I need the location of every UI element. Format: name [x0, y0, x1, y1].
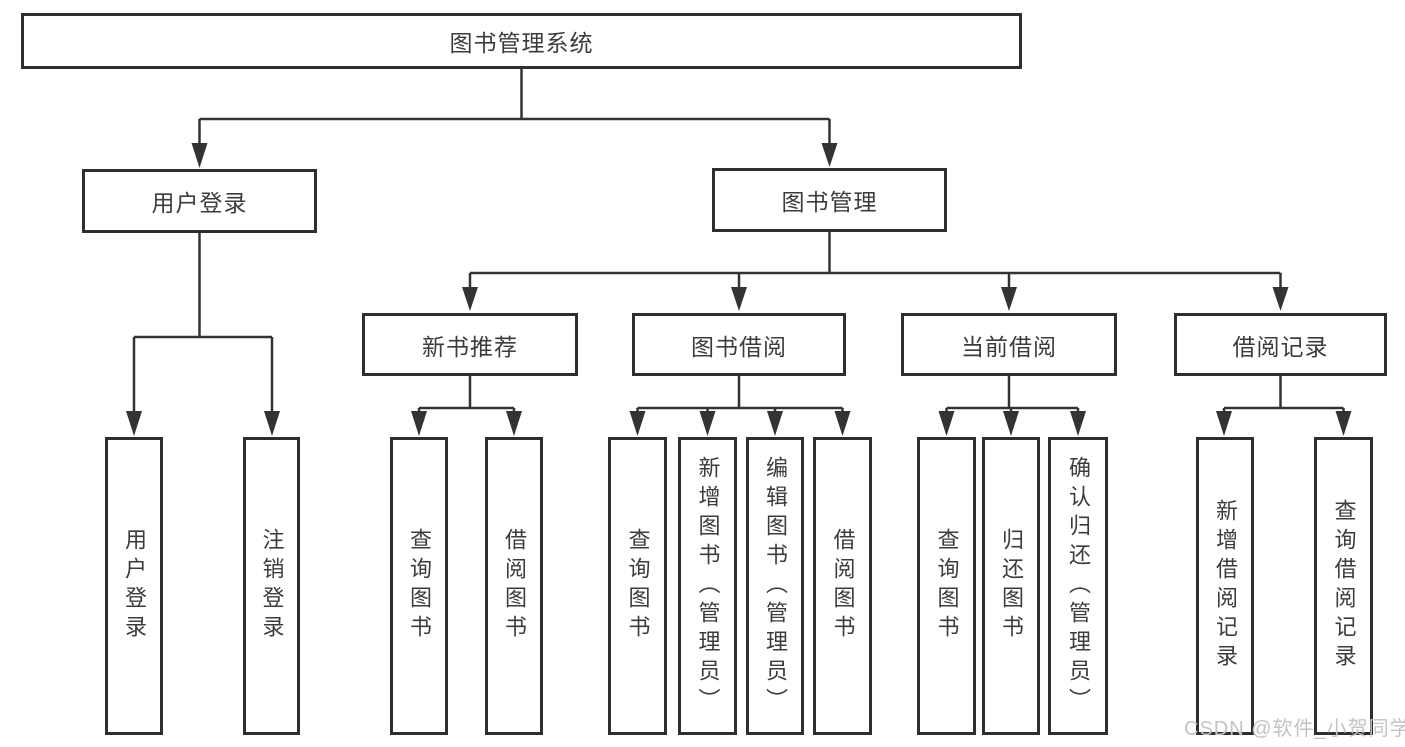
node-borrowing-records: 借阅记录 — [1174, 313, 1387, 376]
node-leaf-user-login: 用户登录 — [105, 437, 163, 735]
node-leaf-borrow-books-1: 借阅图书 — [485, 437, 543, 735]
connector-segments — [132, 69, 1345, 414]
node-leaf-add-borrow-record: 新增借阅记录 — [1196, 437, 1254, 735]
node-leaf-borrow-books-2: 借阅图书 — [813, 437, 872, 735]
node-new-book-recommend: 新书推荐 — [362, 313, 578, 376]
node-leaf-confirm-return-admin: 确认归还（管理员） — [1048, 437, 1108, 735]
node-book-borrowing: 图书借阅 — [632, 313, 846, 376]
node-leaf-query-books-3: 查询图书 — [917, 437, 976, 735]
node-library-management-system: 图书管理系统 — [21, 13, 1022, 69]
node-leaf-add-books-admin: 新增图书（管理员） — [678, 437, 737, 735]
node-user-login: 用户登录 — [82, 169, 317, 233]
node-leaf-query-books-2: 查询图书 — [608, 437, 667, 735]
node-book-management: 图书管理 — [712, 168, 947, 232]
arrowheads — [126, 143, 1352, 436]
csdn-watermark: CSDN @软件_小贺同学 — [1184, 718, 1405, 740]
node-leaf-edit-books-admin: 编辑图书（管理员） — [746, 437, 804, 735]
node-leaf-query-books-1: 查询图书 — [390, 437, 448, 735]
node-leaf-logout: 注销登录 — [243, 437, 300, 735]
node-current-borrowing: 当前借阅 — [901, 313, 1117, 376]
node-leaf-return-books: 归还图书 — [982, 437, 1040, 735]
node-leaf-query-borrow-record: 查询借阅记录 — [1314, 437, 1373, 735]
